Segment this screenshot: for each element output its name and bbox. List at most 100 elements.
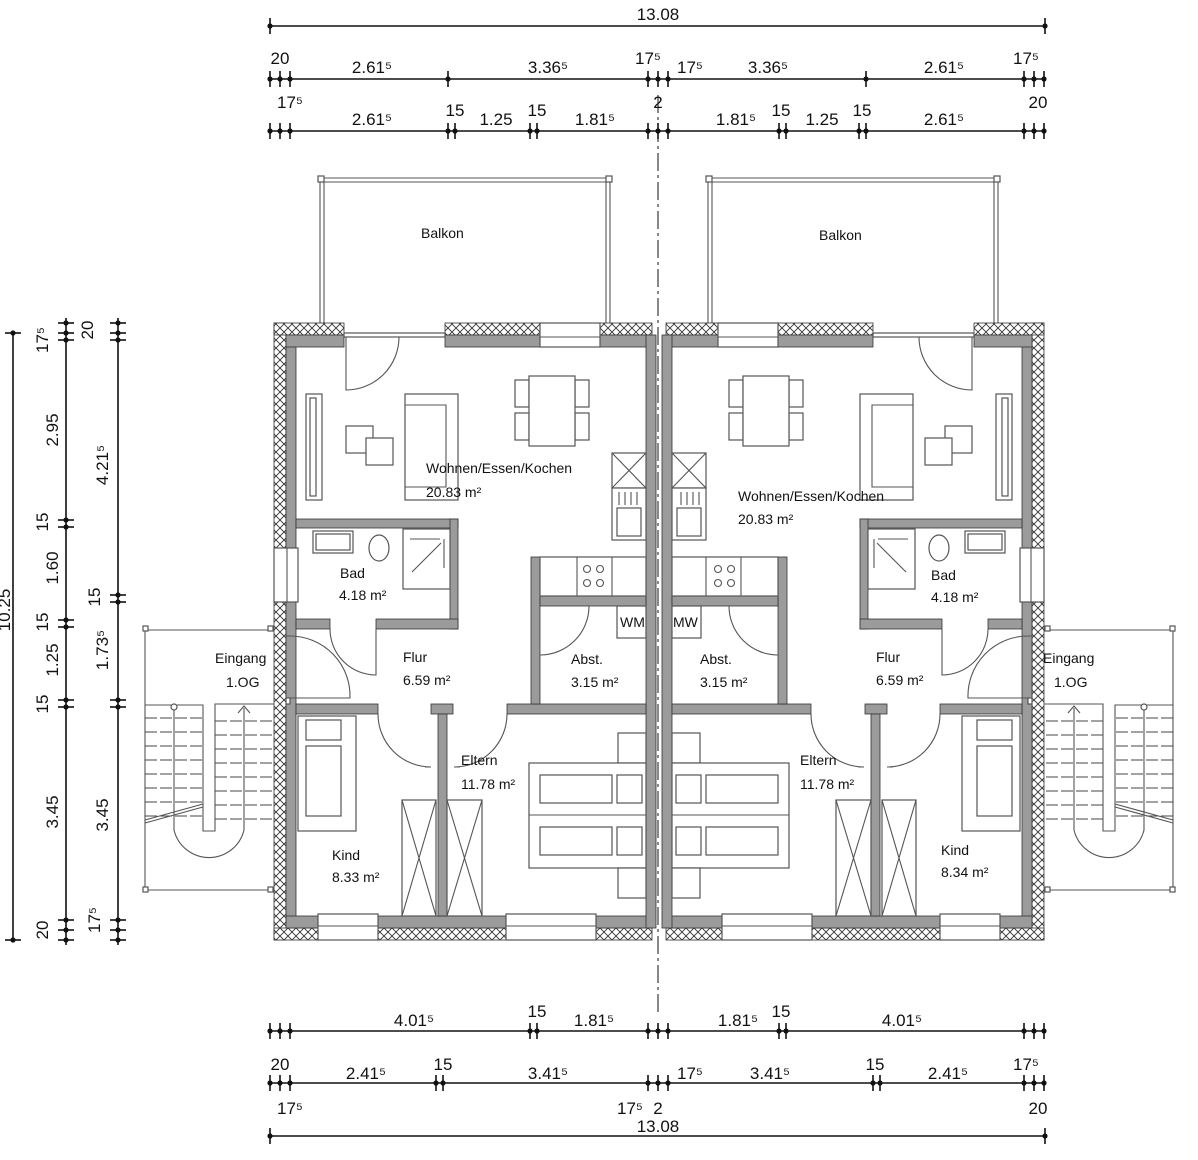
dimension-node [452, 128, 458, 134]
dimension-node [277, 76, 283, 82]
room-eingang-right: Eingang [1043, 650, 1094, 666]
dimension-node [287, 76, 293, 82]
room-wohnen-left-area: 20.83 m² [426, 484, 482, 500]
dimension-node [1021, 1028, 1027, 1034]
dimension-node [445, 76, 451, 82]
dimension-node [277, 128, 283, 134]
dim-label: 2.41⁵ [928, 1064, 968, 1083]
room-eltern-right: Eltern [800, 752, 837, 768]
unit-right [661, 175, 1176, 941]
room-labels-left: Balkon Wohnen/Essen/Kochen 20.83 m² Bad … [215, 225, 619, 885]
dimension-node [267, 76, 273, 82]
dim-label: 17⁵ [1013, 49, 1039, 68]
washer-label: WM [620, 614, 645, 630]
dim-label: 3.41⁵ [528, 1064, 568, 1083]
dimension-node [433, 1080, 439, 1086]
dimension-node [1021, 1080, 1027, 1086]
dim-label: 17⁵ [677, 1064, 703, 1083]
dimension-node [115, 320, 121, 326]
dim-label: 3.36⁵ [528, 58, 568, 77]
room-eltern-right-area: 11.78 m² [800, 776, 855, 792]
room-flur-left-area: 6.59 m² [403, 672, 451, 688]
dimension-node [655, 1080, 661, 1086]
dim-label: 15 [528, 1002, 547, 1021]
dimension-node [527, 1028, 533, 1034]
dim-label: 3.45 [43, 795, 62, 828]
dim-label: 2.61⁵ [352, 110, 392, 129]
dimension-node [63, 337, 69, 343]
dim-label: 1.25 [43, 643, 62, 676]
room-balkon-left: Balkon [421, 225, 464, 241]
dimension-node [1021, 128, 1027, 134]
dimension-node [870, 1080, 876, 1086]
dim-label: 15 [772, 101, 791, 120]
dim-label: 15 [446, 101, 465, 120]
dimension-node [63, 937, 69, 943]
dim-label: 1.25 [479, 110, 512, 129]
room-bad-right-area: 4.18 m² [931, 589, 979, 605]
dim-left-total: 10.25 [0, 589, 14, 632]
dim-label: 1.81⁵ [718, 1011, 758, 1030]
dim-label: 17⁵ [617, 1099, 643, 1118]
dim-label: 1.60 [43, 551, 62, 584]
dim-label: 17⁵ [33, 327, 52, 353]
room-eingang-left-floor: 1.OG [226, 674, 259, 690]
room-kind-left: Kind [332, 847, 360, 863]
dimension-node [445, 128, 451, 134]
dimension-node [115, 704, 121, 710]
room-wohnen-right: Wohnen/Essen/Kochen [738, 488, 884, 504]
dim-label: 17⁵ [677, 58, 703, 77]
dimension-node [267, 23, 273, 29]
room-abst-left-area: 3.15 m² [571, 674, 619, 690]
room-eltern-left-area: 11.78 m² [461, 776, 516, 792]
microwave-label: MW [673, 614, 699, 630]
dimension-node [776, 128, 782, 134]
room-flur-left: Flur [403, 649, 427, 665]
dimension-node [665, 76, 671, 82]
dim-label: 4.21⁵ [93, 445, 112, 485]
dimension-node [645, 1080, 651, 1086]
dim-label: 3.36⁵ [748, 58, 788, 77]
dimension-node [115, 937, 121, 943]
dimension-node [115, 599, 121, 605]
room-eingang-left: Eingang [215, 650, 266, 666]
dimension-node [63, 617, 69, 623]
dim-label: 2.61⁵ [924, 58, 964, 77]
dimension-node [10, 330, 16, 336]
dimension-node [277, 1080, 283, 1086]
dimension-node [527, 128, 533, 134]
dimension-labels-left: 10.25 17⁵ 2.95 15 1.60 15 1.25 15 3.45 2… [0, 321, 112, 940]
dimension-node [783, 128, 789, 134]
dimension-node [115, 917, 121, 923]
dimension-node [1041, 128, 1047, 134]
dimension-node [63, 330, 69, 336]
room-bad-right: Bad [931, 567, 956, 583]
dimension-node [1041, 1080, 1047, 1086]
dim-label: 20 [271, 49, 290, 68]
dim-label: 15 [434, 1055, 453, 1074]
dimension-node [267, 128, 273, 134]
dimension-node [277, 1028, 283, 1034]
dimension-node [863, 76, 869, 82]
dim-label: 17⁵ [85, 907, 104, 933]
dimension-node [10, 937, 16, 943]
dimension-node [63, 524, 69, 530]
dimension-node [115, 697, 121, 703]
dimension-node [267, 1133, 273, 1139]
dimension-node [655, 1028, 661, 1034]
dimension-node [665, 1080, 671, 1086]
dim-bottom-total: 13.08 [637, 1117, 680, 1136]
dimension-node [645, 76, 651, 82]
dimension-node [645, 1028, 651, 1034]
dim-label: 1.73⁵ [93, 630, 112, 670]
room-eingang-right-floor: 1.OG [1054, 674, 1087, 690]
dimension-node [63, 517, 69, 523]
dimension-node [1031, 1080, 1037, 1086]
dim-label: 20 [1029, 93, 1048, 112]
dimension-node [1031, 76, 1037, 82]
room-eltern-left: Eltern [461, 752, 498, 768]
dimension-node [863, 128, 869, 134]
dim-label: 15 [85, 588, 104, 607]
dim-label: 15 [33, 513, 52, 532]
